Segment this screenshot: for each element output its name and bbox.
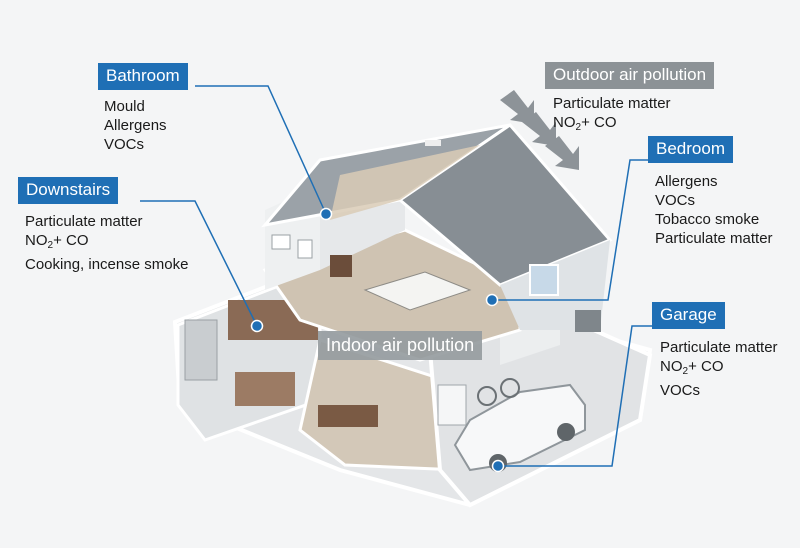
fridge	[184, 319, 218, 381]
bedroom-window	[529, 264, 559, 296]
leader-garage	[498, 325, 652, 467]
marker-bathroom	[319, 207, 333, 221]
bedroom-item: Allergens	[655, 173, 718, 190]
bicycle-wheel-a	[477, 386, 497, 406]
dresser	[330, 255, 352, 277]
dining-table	[318, 405, 378, 427]
car	[453, 383, 586, 472]
outdoor-item: Particulate matter	[553, 95, 671, 112]
downstairs-item: NO2+ CO	[25, 232, 89, 251]
bathroom-item: Mould	[104, 98, 145, 115]
bathroom-pollutant-list: Mould Allergens VOCs	[104, 97, 167, 154]
bath-sink	[271, 234, 291, 250]
bathroom-label: Bathroom	[98, 63, 188, 90]
bedroom-item: Particulate matter	[655, 230, 773, 247]
ac-unit	[575, 310, 601, 332]
bicycle-wheel-b	[500, 378, 520, 398]
garage-item: Particulate matter	[660, 339, 778, 356]
bedroom-item: VOCs	[655, 192, 696, 209]
leader-lines	[140, 85, 652, 467]
downstairs-item: Cooking, incense smoke	[25, 256, 189, 273]
bedroom-item: Tobacco smoke	[655, 211, 760, 228]
marker-bedroom	[485, 293, 499, 307]
bedroom-label: Bedroom	[648, 136, 733, 163]
outdoor-label: Outdoor air pollution	[545, 62, 715, 89]
pollution-arrows	[500, 90, 579, 170]
washing-machine	[437, 384, 467, 426]
leader-downstairs	[140, 200, 258, 327]
bathroom-item: VOCs	[104, 136, 145, 153]
outdoor-pollutant-list: Particulate matter NO2+ CO	[553, 94, 671, 137]
arrow-1	[500, 90, 534, 124]
arrow-3	[545, 136, 579, 170]
leader-bedroom	[492, 159, 648, 301]
kitchen-island	[235, 372, 295, 406]
marker-garage	[491, 459, 505, 473]
downstairs-label: Downstairs	[18, 177, 119, 204]
bedroom-pollutant-list: Allergens VOCs Tobacco smoke Particulate…	[655, 172, 773, 248]
downstairs-item: Particulate matter	[25, 213, 143, 230]
car-wheel-rear	[557, 423, 575, 441]
bathroom-item: Allergens	[104, 117, 167, 134]
downstairs-pollutant-list: Particulate matter NO2+ CO Cooking, ince…	[25, 212, 188, 274]
leader-bathroom	[195, 85, 327, 215]
garage-pollutant-list: Particulate matter NO2+ CO VOCs	[660, 338, 778, 400]
outdoor-item: NO2+ CO	[553, 114, 617, 133]
garage-item: VOCs	[660, 382, 701, 399]
garage-item: NO2+ CO	[660, 358, 724, 377]
attic-rafters	[330, 145, 480, 220]
bath-toilet	[297, 239, 313, 259]
indoor-label: Indoor air pollution	[318, 331, 483, 360]
bed	[363, 271, 472, 311]
chimney-vent	[425, 140, 441, 146]
garage-label: Garage	[652, 302, 725, 329]
arrow-2	[522, 112, 556, 146]
marker-downstairs	[250, 319, 264, 333]
